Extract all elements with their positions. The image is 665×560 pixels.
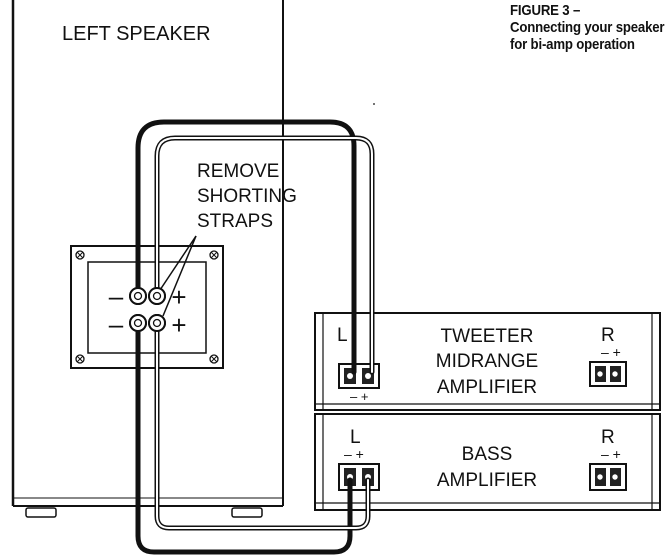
tweeter-amp-name-line-2: MIDRANGE [436,351,538,372]
terminal-plate: – + – + [70,245,224,369]
callout-line-1: REMOVE [197,161,279,182]
shorting-straps-callout: REMOVE SHORTING STRAPS [159,161,297,317]
tweeter-amp-right-label: R [601,325,615,346]
cable-double-line [154,135,375,531]
tweeter-amp-left-polarity: – + [350,389,368,404]
tweeter-amp-name-line-3: AMPLIFIER [437,377,537,398]
upper-minus-mark: – [109,281,124,311]
cable-bass-negative [135,328,353,555]
tweeter-amp-right-terminal [589,361,627,387]
tweeter-amp-right-polarity: – + [601,344,621,360]
lower-plus-mark: + [171,310,186,340]
bass-amp-left-polarity: – + [344,446,364,462]
plate-screw-bottom-left [75,354,85,364]
upper-plus-mark: + [171,282,186,312]
bass-amp-left-terminal [338,463,380,491]
figure-caption-title: FIGURE 3 – [510,2,581,19]
speaker-label: LEFT SPEAKER [62,23,211,45]
lower-minus-mark: – [109,309,124,339]
tweeter-amp-left-label: L [337,325,348,346]
bass-amp-chassis [314,413,661,511]
callout-line-3: STRAPS [197,211,273,232]
callout-leader-upper [159,235,197,291]
terminal-plate-inner [87,261,207,354]
figure-caption-line-2: Connecting your speaker [510,19,665,36]
speaker-foot-left [25,507,57,518]
tweeter-midrange-amplifier: L R – + – + TWEETER MIDRANGE AMPLIFIER [314,312,661,411]
figure-caption-line-3: for bi-amp operation [510,36,635,53]
bass-amp-name-line-2: AMPLIFIER [437,470,537,491]
callout-line-2: SHORTING [197,186,297,207]
bass-amp-name-line-1: BASS [462,444,513,465]
cable-tweeter-positive-inner [156,137,373,373]
bass-amplifier: L – + R – + BASS AMPLIFIER [314,413,661,511]
tweeter-amp-name-line-1: TWEETER [441,326,534,347]
bass-amp-right-polarity: – + [601,446,621,462]
binding-post-caps [129,287,166,332]
bass-amp-left-label: L [350,427,361,448]
plate-screw-top-right [209,250,219,260]
speaker-foot-right [231,507,263,518]
print-speck [373,103,375,105]
plate-screw-top-left [75,250,85,260]
figure-caption: FIGURE 3 – Connecting your speaker for b… [510,2,665,53]
cable-bass-positive-inner [156,330,369,529]
bass-amp-right-terminal [589,463,627,491]
left-speaker: LEFT SPEAKER [11,0,284,518]
plate-screw-bottom-right [209,354,219,364]
tweeter-amp-left-terminal [338,363,380,389]
callout-leader-lower [162,235,197,317]
bass-amp-right-label: R [601,427,615,448]
